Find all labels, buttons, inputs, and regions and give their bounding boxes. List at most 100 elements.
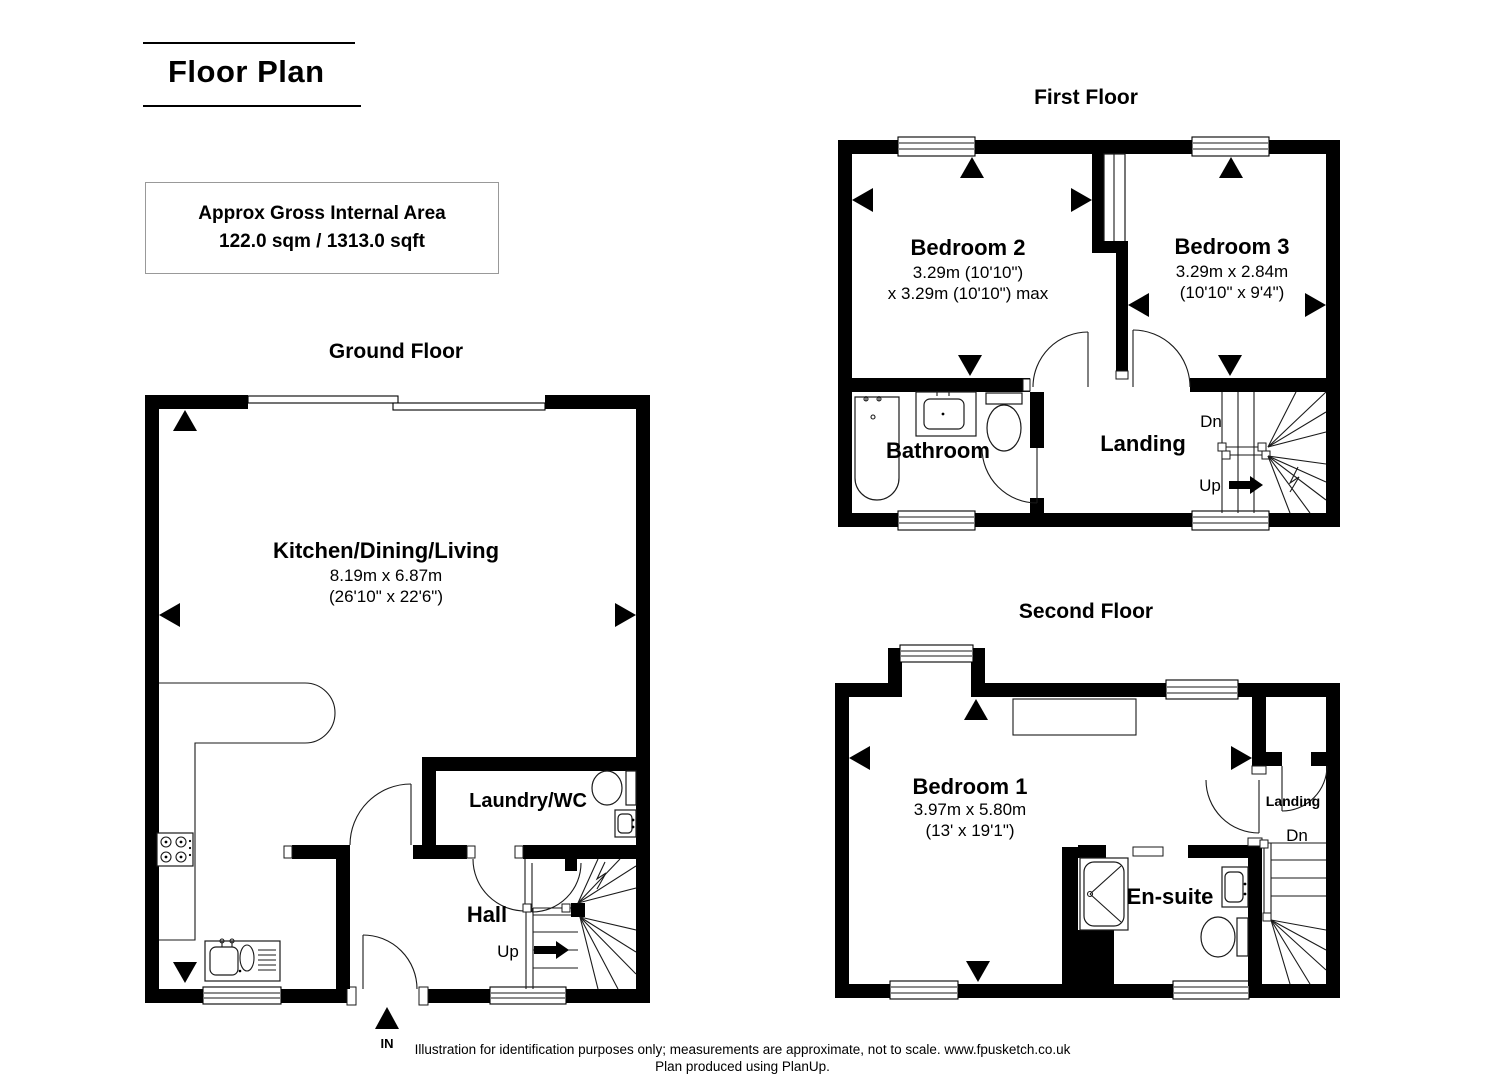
window [1172, 980, 1250, 1000]
north-marker-icon [173, 410, 197, 431]
wall-segment [1326, 140, 1340, 527]
wall-segment [636, 395, 650, 1003]
bedroom1-dims-imperial: (13' x 19'1") [925, 821, 1014, 840]
landing-closet-door [1281, 765, 1328, 812]
break-line [1288, 466, 1300, 493]
door-arc [1032, 331, 1089, 388]
wall-segment [1030, 498, 1044, 513]
east-marker-icon [1305, 293, 1326, 317]
bedroom1-landing-door [1205, 779, 1260, 834]
window [897, 510, 976, 531]
first-staircase [1217, 391, 1327, 514]
window [1191, 510, 1270, 531]
wall-segment [835, 683, 895, 697]
bathroom-toilet [985, 392, 1023, 452]
bathroom-door [981, 447, 1038, 504]
wall-segment [545, 395, 650, 409]
bathroom-window [897, 510, 976, 531]
bedroom1-label: Bedroom 1 [913, 774, 1028, 799]
wall-segment [838, 140, 852, 527]
patio-slider-window [247, 395, 546, 411]
window [247, 395, 399, 404]
hall-window [489, 986, 567, 1005]
entrance-arrow-icon [375, 1007, 399, 1029]
kitchen-dims-metric: 8.19m x 6.87m [330, 566, 442, 585]
cistern [625, 770, 637, 806]
laundry-basin [614, 809, 637, 838]
bedroom2-dims-imperial: x 3.29m (10'10") max [888, 284, 1049, 303]
page-title: Floor Plan [168, 54, 325, 89]
bedroom1-dims-metric: 3.97m x 5.80m [914, 800, 1026, 819]
bedroom2-label: Bedroom 2 [911, 235, 1026, 260]
wall-segment [1116, 253, 1128, 379]
wall-segment [852, 378, 1030, 392]
wall-stub [565, 859, 577, 871]
south-marker-icon [1218, 355, 1242, 376]
bedroom3-dims-imperial: (10'10" x 9'4") [1180, 283, 1285, 302]
kitchen-dims-imperial: (26'10" x 22'6") [329, 587, 443, 606]
window [899, 644, 974, 663]
laundry-label: Laundry/WC [469, 790, 587, 812]
ensuite-threshold [1132, 846, 1164, 857]
toilet [986, 404, 1022, 452]
second-staircase [1259, 839, 1327, 985]
landing-label: Landing [1100, 431, 1186, 456]
wall-segment [978, 683, 1340, 697]
first-floor-plan: Bedroom 2 3.29m (10'10") x 3.29m (10'10"… [838, 136, 1340, 531]
wall-segment [422, 757, 650, 771]
laundry-toilet [591, 770, 637, 806]
first-floor-title: First Floor [1034, 86, 1138, 109]
second-floor-title: Second Floor [1018, 600, 1154, 623]
kitchen-window [202, 986, 282, 1005]
east-marker-icon [1231, 746, 1252, 770]
area-value: 122.0 sqm / 1313.0 sqft [219, 231, 425, 252]
up-arrow [1229, 476, 1263, 494]
south-marker-icon [173, 962, 197, 983]
wall-segment [1311, 752, 1326, 766]
wall-segment [413, 845, 467, 859]
newel [571, 903, 585, 917]
north-marker-icon [1219, 157, 1243, 178]
bedroom2-door [1032, 331, 1089, 388]
west-marker-icon [159, 603, 180, 627]
drainer [239, 944, 255, 972]
bedroom3-dims-metric: 3.29m x 2.84m [1176, 262, 1288, 281]
title-rule-top [143, 42, 355, 44]
cistern [1236, 917, 1249, 957]
up-label: Up [497, 942, 519, 961]
ground-floor-plan: Kitchen/Dining/Living 8.19m x 6.87m (26'… [145, 395, 650, 1051]
wall-segment [1326, 683, 1340, 998]
wall-segment [1092, 241, 1128, 253]
wall-segment [1030, 392, 1044, 448]
second-floor-plan: Bedroom 1 3.97m x 5.80m (13' x 19'1") En… [835, 644, 1340, 1000]
wall-segment [145, 395, 159, 1003]
hall-label: Hall [467, 902, 507, 927]
door-opening [349, 988, 427, 1004]
south-marker-icon [958, 355, 982, 376]
window [392, 402, 546, 411]
kitchen-counter [156, 682, 336, 941]
toilet [591, 770, 623, 806]
door-arc [362, 934, 418, 990]
wall-segment [1078, 845, 1106, 858]
west-marker-icon [849, 746, 870, 770]
wall-segment [1252, 697, 1266, 754]
wall-segment [523, 845, 650, 859]
door-arc [349, 783, 412, 846]
door-arc [472, 858, 526, 912]
window [489, 986, 567, 1005]
kitchen-sink [204, 938, 281, 982]
second-outer-walls [835, 648, 1340, 998]
disclaimer-line2: Plan produced using PlanUp. [655, 1059, 830, 1074]
toilet [1200, 916, 1236, 958]
wall-segment [422, 757, 436, 852]
ensuite-basin [1221, 866, 1249, 908]
cistern [985, 392, 1023, 405]
wall-segment [292, 845, 350, 859]
wall-segment [336, 859, 350, 989]
laundry-door [472, 858, 526, 912]
dormer-window [899, 644, 974, 663]
wall-segment [835, 683, 849, 998]
area-label: Approx Gross Internal Area [198, 203, 446, 224]
bedroom2-window [897, 136, 976, 157]
